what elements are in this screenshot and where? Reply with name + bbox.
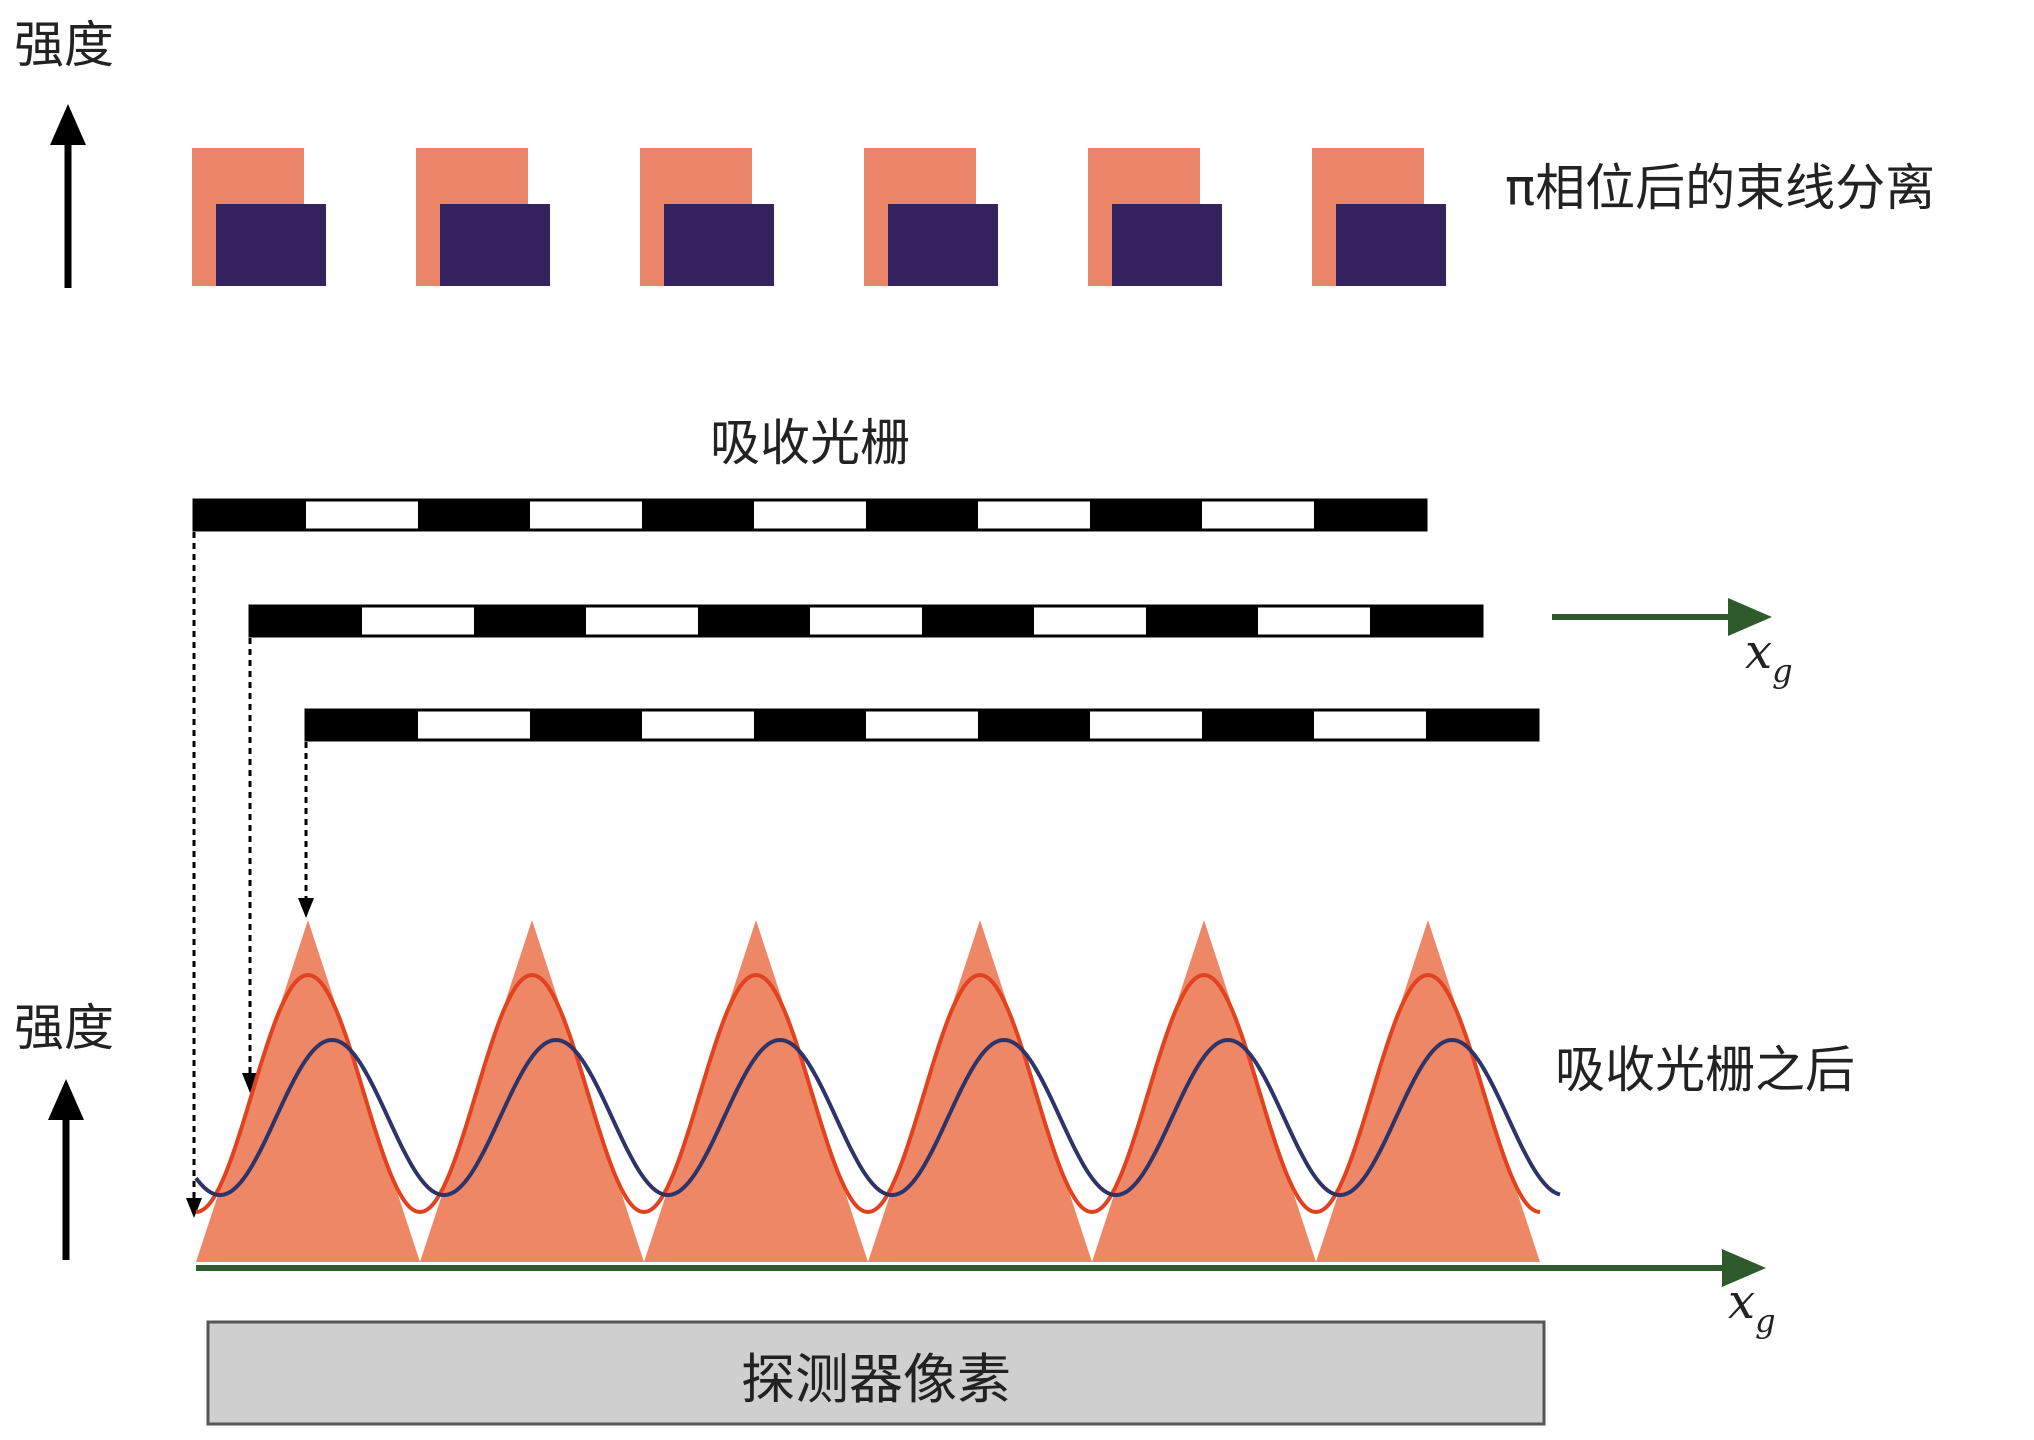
drop-arrowhead-1 bbox=[186, 1198, 202, 1218]
beamlet-pairs bbox=[192, 148, 1446, 286]
grating-bar bbox=[1426, 710, 1538, 740]
beamlet-pair bbox=[416, 148, 550, 286]
beamlet-front bbox=[440, 204, 550, 286]
grating-bar bbox=[418, 500, 530, 530]
grating-bar bbox=[1090, 500, 1202, 530]
grating-gap bbox=[362, 606, 474, 636]
grating-bar bbox=[866, 500, 978, 530]
grating-outline bbox=[248, 604, 1484, 638]
drop-lines bbox=[192, 532, 308, 1205]
beamlet-front bbox=[1112, 204, 1222, 286]
beamlet-front bbox=[664, 204, 774, 286]
beamlet-separation-caption: π相位后的束线分离 bbox=[1505, 159, 1935, 217]
grating-bar bbox=[1370, 606, 1482, 636]
grating-gap bbox=[306, 500, 418, 530]
beamlet-front bbox=[888, 204, 998, 286]
xg-axis-upper: xg bbox=[1552, 598, 1793, 690]
intensity-arrowhead-top bbox=[50, 104, 86, 145]
grating-gap bbox=[978, 500, 1090, 530]
grating-row bbox=[248, 604, 1484, 638]
grating-gap bbox=[418, 710, 530, 740]
absorption-gratings bbox=[192, 498, 1540, 742]
grating-bar bbox=[250, 606, 362, 636]
grating-gap bbox=[1202, 500, 1314, 530]
beamlet-pair bbox=[640, 148, 774, 286]
intensity-profiles bbox=[194, 920, 1561, 1262]
triangle-peak bbox=[420, 920, 644, 1262]
drop-arrowhead-3 bbox=[298, 898, 314, 918]
triangle-peak bbox=[868, 920, 1092, 1262]
grating-gap bbox=[1034, 606, 1146, 636]
grating-bar bbox=[922, 606, 1034, 636]
grating-gap bbox=[810, 606, 922, 636]
grating-title: 吸收光栅 bbox=[710, 414, 910, 472]
grating-row bbox=[192, 498, 1428, 532]
triangle-peak bbox=[1316, 920, 1540, 1262]
grating-gap bbox=[866, 710, 978, 740]
grating-bar bbox=[978, 710, 1090, 740]
xg-lower-label: xg bbox=[1728, 1274, 1776, 1340]
detector-box bbox=[206, 1320, 1546, 1426]
drop-arrowhead-2 bbox=[242, 1073, 258, 1093]
grating-gap bbox=[530, 500, 642, 530]
drop-arrowheads bbox=[186, 898, 314, 1218]
grating-bar bbox=[530, 710, 642, 740]
grating-gap bbox=[586, 606, 698, 636]
after-grating-label: 吸收光栅之后 bbox=[1555, 1041, 1855, 1099]
grating-gap bbox=[1090, 710, 1202, 740]
xg-upper-arrowhead bbox=[1728, 598, 1772, 636]
intensity-label-top: 强度 bbox=[14, 16, 114, 74]
beamlet-front bbox=[1336, 204, 1446, 286]
blue-curve bbox=[194, 1037, 1561, 1198]
grating-bar bbox=[642, 500, 754, 530]
intensity-arrowhead-bottom bbox=[48, 1079, 84, 1120]
grating-gap bbox=[754, 500, 866, 530]
xg-lower-arrowhead bbox=[1722, 1249, 1766, 1287]
grating-bar bbox=[194, 500, 306, 530]
detector-label: 探测器像素 bbox=[741, 1348, 1011, 1411]
beamlet-front bbox=[216, 204, 326, 286]
grating-bar bbox=[754, 710, 866, 740]
triangle-peak bbox=[1092, 920, 1316, 1262]
grating-bar bbox=[698, 606, 810, 636]
intensity-axis-bottom: 强度 bbox=[14, 999, 114, 1260]
grating-bar bbox=[1146, 606, 1258, 636]
intensity-axis-top: 强度 bbox=[14, 16, 114, 288]
grating-bar bbox=[1314, 500, 1426, 530]
beamlet-pair bbox=[864, 148, 998, 286]
grating-row bbox=[304, 708, 1540, 742]
grating-outline bbox=[304, 708, 1540, 742]
grating-bar bbox=[474, 606, 586, 636]
beamlet-pair bbox=[1088, 148, 1222, 286]
triangle-peak bbox=[196, 920, 420, 1262]
grating-outline bbox=[192, 498, 1428, 532]
beamlet-pair bbox=[1312, 148, 1446, 286]
intensity-label-bottom: 强度 bbox=[14, 999, 114, 1057]
red-curve bbox=[195, 972, 1541, 1215]
triangle-peaks bbox=[196, 920, 1540, 1262]
beamlet-pair bbox=[192, 148, 326, 286]
grating-bar bbox=[1202, 710, 1314, 740]
grating-bar bbox=[306, 710, 418, 740]
grating-gap bbox=[1258, 606, 1370, 636]
grating-gap bbox=[1314, 710, 1426, 740]
xg-axis-lower: xg bbox=[196, 1249, 1776, 1340]
grating-gap bbox=[642, 710, 754, 740]
detector-pixel: 探测器像素 bbox=[206, 1320, 1546, 1426]
xg-upper-label: xg bbox=[1745, 624, 1793, 690]
triangle-peak bbox=[644, 920, 868, 1262]
